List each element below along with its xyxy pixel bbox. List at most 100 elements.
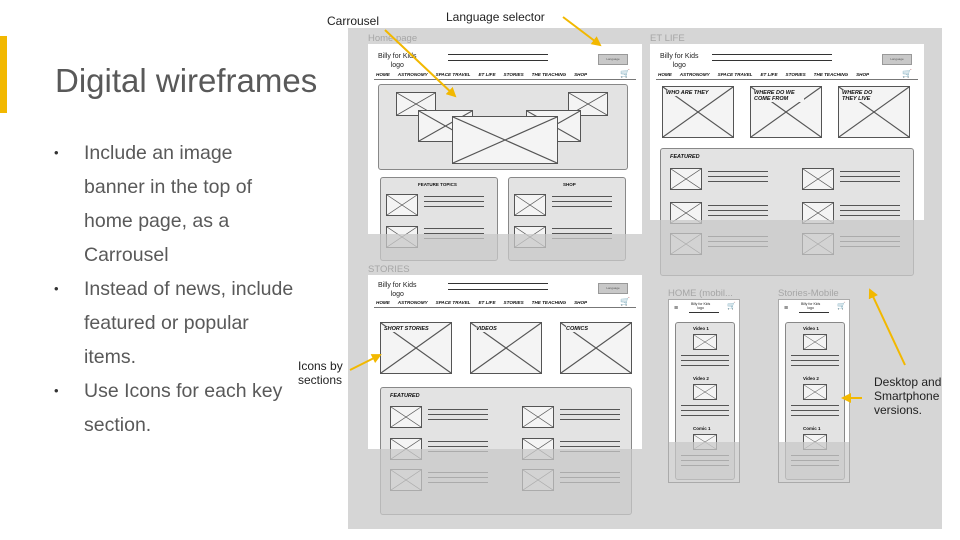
cart-icon[interactable]: 🛒	[902, 69, 912, 78]
cart-icon[interactable]: 🛒	[620, 69, 630, 78]
text-line	[448, 289, 548, 290]
nav-item[interactable]: THE TEACHING	[813, 72, 849, 77]
bullet-item: Use Icons for each key section.	[50, 374, 310, 442]
mobile-item-label: Video 1	[693, 326, 709, 331]
nav-item[interactable]: STORIES	[503, 300, 524, 305]
image-placeholder	[390, 406, 422, 428]
text-lines	[840, 205, 900, 220]
nav-item[interactable]: ET LIFE	[478, 300, 496, 305]
text-lines	[791, 355, 839, 370]
text-line	[448, 283, 548, 284]
nav-item[interactable]: HOME	[376, 300, 390, 305]
et-life-label: ET LIFE	[650, 33, 685, 44]
stories-label: STORIES	[368, 264, 410, 275]
nav-item[interactable]: ET LIFE	[760, 72, 778, 77]
annotation-line: versions.	[874, 403, 923, 417]
nav-item[interactable]: STORIES	[503, 72, 524, 77]
nav-item[interactable]: THE TEACHING	[531, 300, 567, 305]
image-placeholder	[803, 334, 827, 350]
cart-icon[interactable]: 🛒	[727, 303, 736, 310]
nav-bar: HOME ASTRONOMY SPACE TRAVEL ET LIFE STOR…	[658, 72, 869, 77]
text-line	[712, 60, 832, 61]
language-selector-button[interactable]: Language	[882, 54, 912, 65]
bullet-list: Include an image banner in the top of ho…	[50, 136, 310, 442]
fade-overlay	[669, 442, 739, 482]
annotation-line: sections	[298, 373, 343, 387]
home-page-label: Home page	[368, 33, 418, 44]
image-placeholder	[670, 168, 702, 190]
logo-text: Billy for Kids	[801, 302, 821, 306]
logo-text: Billy for Kids	[378, 282, 417, 289]
cart-icon[interactable]: 🛒	[620, 297, 630, 306]
text-lines	[552, 196, 612, 211]
stories-mobile-label: Stories-Mobile	[778, 288, 839, 299]
mobile-item-label: Comic 1	[803, 426, 821, 431]
nav-item[interactable]: ASTRONOMY	[679, 72, 710, 77]
divider	[656, 79, 918, 80]
bullet-line: home page, as a	[84, 210, 230, 232]
cart-icon[interactable]: 🛒	[837, 303, 846, 310]
bullet-item: Instead of news, include featured or pop…	[50, 272, 310, 374]
text-line	[799, 312, 829, 313]
nav-item[interactable]: ASTRONOMY	[397, 300, 428, 305]
featured-label: FEATURED	[670, 154, 700, 160]
image-placeholder	[802, 202, 834, 224]
bullet-line: items.	[84, 346, 137, 368]
nav-item[interactable]: ET LIFE	[478, 72, 496, 77]
annotation-line: Smartphone	[874, 389, 940, 403]
section-icon-label: VIDEOS	[476, 326, 497, 332]
text-lines	[681, 355, 729, 370]
bullet-line: section.	[84, 414, 152, 436]
bullet-line: Carrousel	[84, 244, 169, 266]
section-icon-label: WHERE DO THEY LIVE	[842, 90, 887, 102]
text-lines	[681, 405, 729, 420]
language-selector-button[interactable]: Language	[598, 283, 628, 294]
bullet-line: Instead of news, include	[84, 278, 294, 300]
logo-text: logo	[390, 291, 404, 298]
nav-item[interactable]: SHOP	[574, 72, 588, 77]
annotation-desktop-smartphone: Desktop and Smartphone versions.	[874, 375, 941, 417]
fade-overlay	[779, 442, 849, 482]
image-placeholder	[803, 384, 827, 400]
nav-item[interactable]: SPACE TRAVEL	[717, 72, 753, 77]
hamburger-menu-icon[interactable]: ≡	[674, 305, 679, 312]
annotation-line: Desktop and	[874, 375, 942, 389]
carousel-main-image	[452, 116, 558, 164]
annotation-icons-by-sections: Icons by sections	[298, 359, 343, 387]
logo-placeholder: Billy for Kids logo	[660, 52, 699, 70]
bullet-item: Include an image banner in the top of ho…	[50, 136, 310, 272]
divider	[374, 79, 636, 80]
nav-item[interactable]: ASTRONOMY	[397, 72, 428, 77]
section-icon-label: SHORT STORIES	[384, 326, 429, 332]
text-line	[689, 312, 719, 313]
nav-item[interactable]: HOME	[658, 72, 672, 77]
image-placeholder	[693, 334, 717, 350]
hamburger-menu-icon[interactable]: ≡	[784, 305, 789, 312]
nav-item[interactable]: THE TEACHING	[531, 72, 567, 77]
section-icon-label: WHO ARE THEY	[666, 90, 709, 96]
nav-item[interactable]: SHOP	[574, 300, 588, 305]
nav-item[interactable]: SPACE TRAVEL	[435, 300, 471, 305]
language-selector-button[interactable]: Language	[598, 54, 628, 65]
image-placeholder	[386, 194, 418, 216]
text-lines	[708, 205, 768, 220]
nav-item[interactable]: SPACE TRAVEL	[435, 72, 471, 77]
nav-item[interactable]: SHOP	[856, 72, 870, 77]
text-lines	[840, 171, 900, 186]
nav-item[interactable]: STORIES	[785, 72, 806, 77]
bullet-line: Use Icons for each key	[84, 380, 283, 402]
text-line	[712, 54, 832, 55]
logo-text: logo	[672, 62, 686, 69]
mobile-item-label: Video 2	[803, 376, 819, 381]
nav-item[interactable]: HOME	[376, 72, 390, 77]
bullet-line: featured or popular	[84, 312, 249, 334]
logo-text: Billy for Kids	[660, 53, 699, 60]
bullet-line: Include an image	[84, 142, 233, 164]
featured-label: FEATURED	[390, 393, 420, 399]
image-placeholder	[514, 194, 546, 216]
home-mobile-label: HOME (mobil...	[668, 288, 733, 299]
